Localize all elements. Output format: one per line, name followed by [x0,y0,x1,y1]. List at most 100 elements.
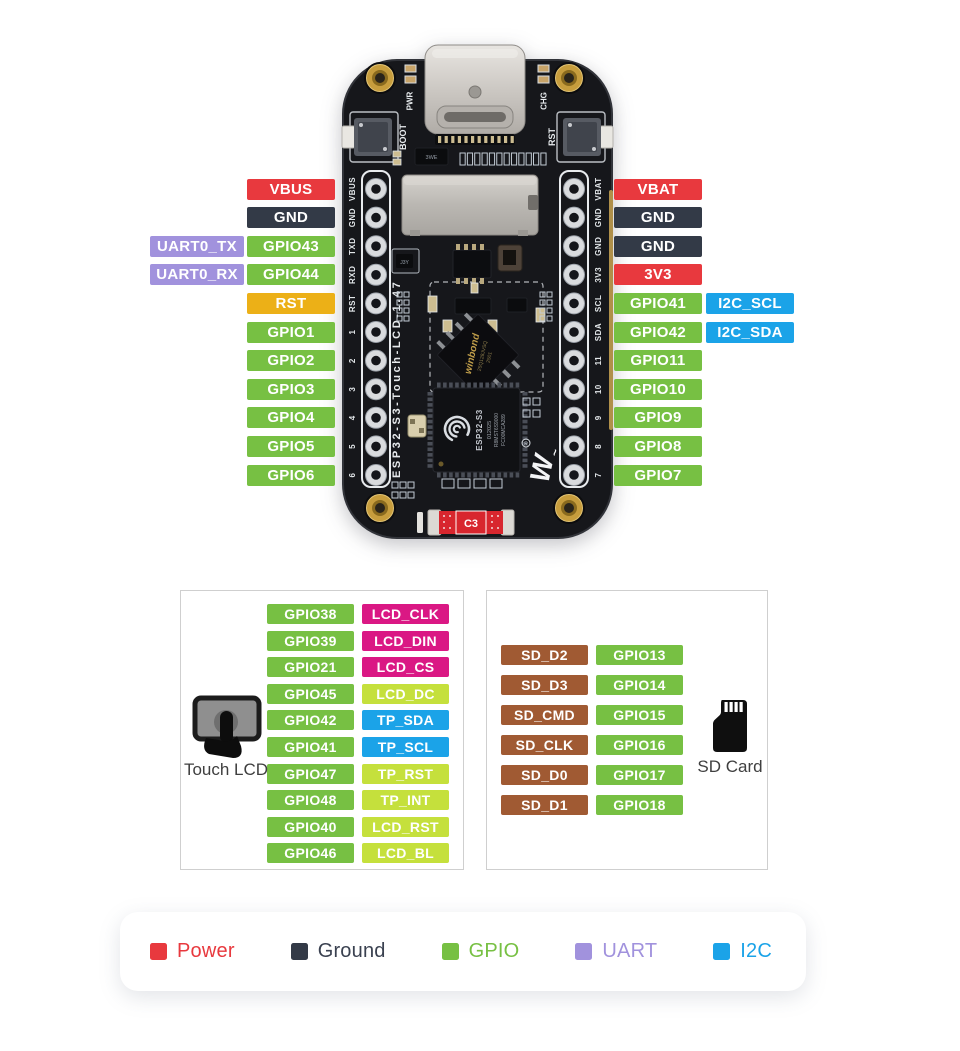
legend-swatch-uart [575,943,593,960]
silkscreen-misc: R [521,397,541,448]
pin-label-gpio43: GPIO43 [247,235,335,257]
pin-label-gnd: GND [614,235,702,257]
pin-alt-label-uart0_tx: UART0_TX [150,235,244,257]
function-label-tp_sda: TP_SDA [362,710,449,731]
pin-label-gpio4: GPIO4 [247,407,335,429]
gpio-label-gpio13: GPIO13 [596,645,683,665]
pin-label-vbus: VBUS [247,178,335,200]
svg-text:7: 7 [594,472,603,477]
svg-text:GND: GND [594,208,603,227]
gpio-label-gpio45: GPIO45 [267,683,354,704]
esp32-s3-chip: ESP32-S3 012025 R8MST6S9000 FC00MCA289 [427,382,528,478]
sd-slot-shield [401,174,539,236]
svg-text:TXD: TXD [348,237,357,255]
pin-label-gnd: GND [614,207,702,229]
svg-text:R: R [524,442,528,448]
svg-text:GND: GND [348,208,357,227]
function-label-sd_clk: SD_CLK [501,735,588,755]
c3-capacitor: C3 [417,509,515,536]
legend-item-power: Power [150,940,235,963]
pin-label-3v3: 3V3 [614,264,702,286]
gpio-label-gpio38: GPIO38 [267,604,354,624]
svg-text:FC00MCA289: FC00MCA289 [501,414,507,446]
sd-card-icon [713,700,747,752]
sd-card-caption: SD Card [697,757,763,776]
gpio-label-gpio16: GPIO16 [596,735,683,755]
svg-text:~: ~ [547,448,562,458]
svg-text:SCL: SCL [594,295,603,313]
gpio-label-gpio18: GPIO18 [596,795,683,815]
svg-text:RXD: RXD [348,266,357,284]
board-photo: BOOT RST PWR CHG 012025 [341,44,614,539]
function-label-lcd_rst: LCD_RST [362,816,449,837]
function-label-lcd_cs: LCD_CS [362,657,449,678]
pin-label-rst: RST [247,292,335,314]
svg-text:9: 9 [594,415,603,420]
gpio-label-gpio46: GPIO46 [267,843,354,864]
svg-text:6: 6 [348,472,357,477]
rst-button: RST [547,111,614,163]
pin-label-gpio7: GPIO7 [614,464,702,486]
transistor-silkscreen: J3Y [400,260,409,266]
gpio-label-gpio39: GPIO39 [267,630,354,651]
legend-item-i2c: I2C [713,940,772,963]
passive-components: J3Y [391,244,553,393]
crystal-oscillator [407,414,427,438]
pin-label-gpio6: GPIO6 [247,464,335,486]
function-label-tp_int: TP_INT [362,790,449,811]
touch-lcd-caption: Touch LCD [183,760,269,779]
pin-label-gpio42: GPIO42 [614,321,702,343]
c3-label: C3 [464,518,478,530]
function-label-sd_d0: SD_D0 [501,765,588,785]
legend-label: Ground [317,940,386,962]
svg-text:3V3: 3V3 [594,267,603,283]
legend-swatch-gpio [441,943,459,960]
pin-label-gpio41: GPIO41 [614,292,702,314]
svg-text:3: 3 [348,387,357,392]
right-pin-header [559,170,589,488]
pin-label-gpio8: GPIO8 [614,435,702,457]
svg-text:012025: 012025 [487,421,493,439]
rst-silkscreen: RST [547,127,557,146]
svg-text:SDA: SDA [594,323,603,341]
touch-lcd-icon [192,695,262,758]
pin-label-gpio3: GPIO3 [247,378,335,400]
legend-items: Power Ground GPIO UART I2C [120,912,806,991]
pin-alt-label-uart0_rx: UART0_RX [150,264,244,286]
usb-c-connector [424,44,526,145]
function-label-sd_d1: SD_D1 [501,795,588,815]
function-label-sd_d3: SD_D3 [501,675,588,695]
function-label-lcd_dc: LCD_DC [362,683,449,704]
svg-text:RST: RST [348,295,357,313]
legend-item-uart: UART [575,940,657,963]
pin-label-gpio2: GPIO2 [247,350,335,372]
pin-label-gnd: GND [247,207,335,229]
chg-led: CHG [537,64,550,110]
legend-swatch-i2c [713,943,731,960]
gpio-label-gpio14: GPIO14 [596,675,683,695]
pin-label-gpio1: GPIO1 [247,321,335,343]
waveshare-logo: W ~ [524,448,563,485]
legend-item-ground: Ground [290,940,386,963]
svg-text:VBAT: VBAT [594,177,603,200]
pin-label-vbat: VBAT [614,178,702,200]
pin-label-gpio9: GPIO9 [614,407,702,429]
flash-chip: winbond 25Q128JVSQ 2501 [436,312,521,397]
legend-swatch-power [150,943,167,960]
flash-date-label: 2501 [486,351,494,363]
legend-label: Power [177,940,235,962]
left-pin-header [361,170,391,488]
pwr-led: PWR [404,64,417,110]
solder-pads: 012025 3WE [392,147,547,166]
svg-text:3WE: 3WE [426,155,438,161]
function-label-lcd_bl: LCD_BL [362,843,449,864]
legend-label: GPIO [468,940,520,962]
pin-alt-label-i2c_scl: I2C_SCL [706,292,794,314]
function-label-sd_d2: SD_D2 [501,645,588,665]
gpio-label-gpio47: GPIO47 [267,763,354,784]
gpio-label-gpio21: GPIO21 [267,657,354,678]
gpio-label-gpio40: GPIO40 [267,816,354,837]
